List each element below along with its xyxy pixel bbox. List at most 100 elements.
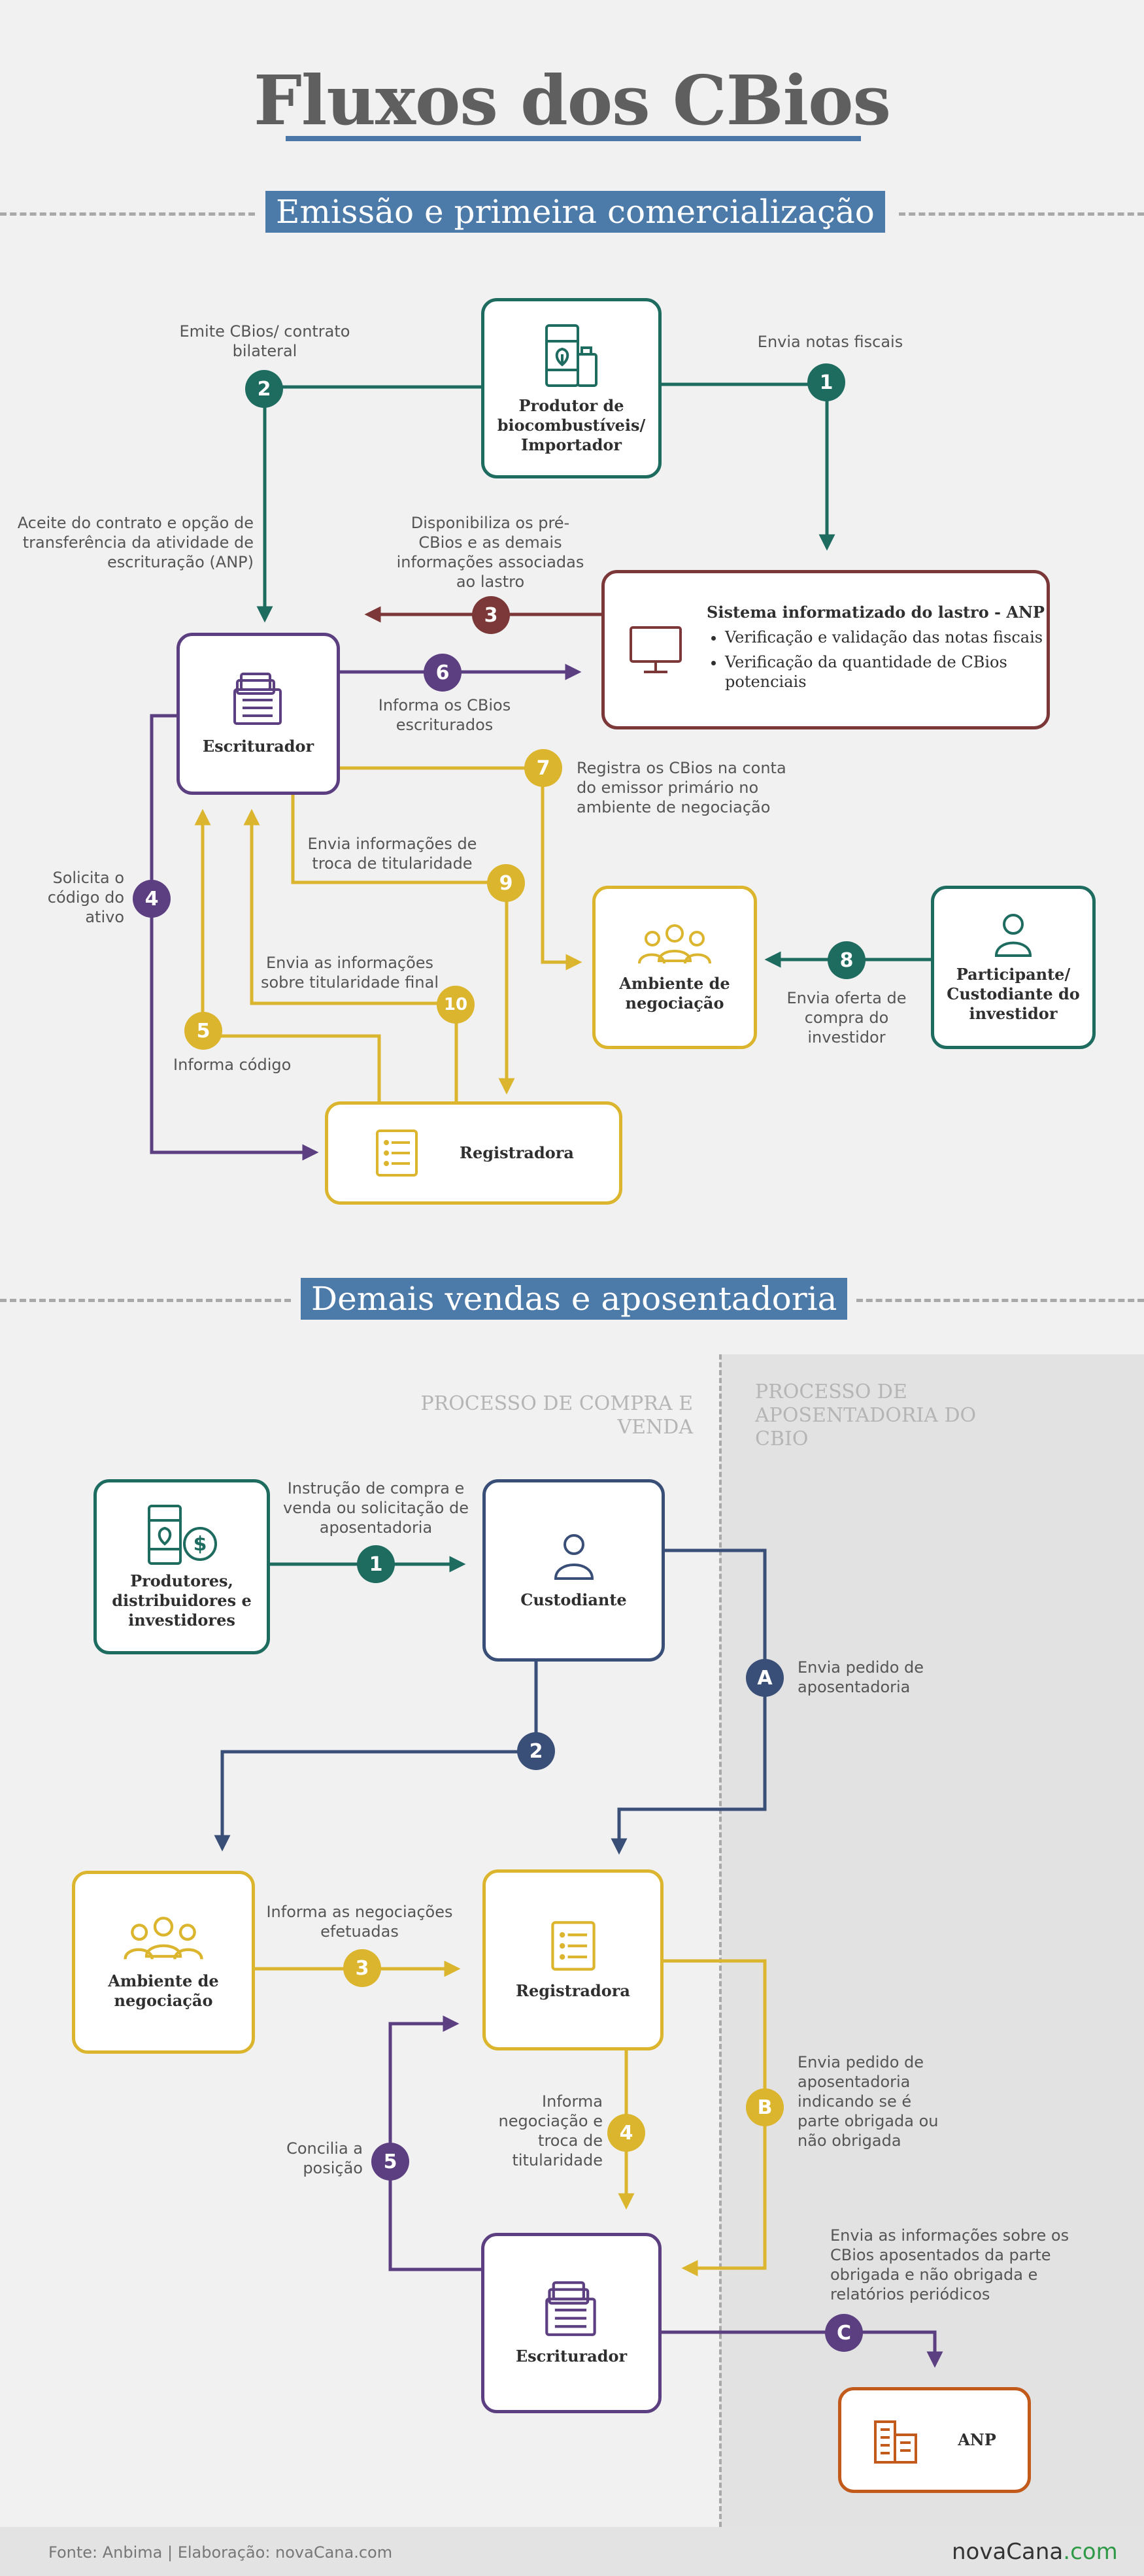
step2-badge-5: 5 — [371, 2143, 409, 2181]
footer-source: Fonte: Anbima | Elaboração: novaCana.com — [48, 2543, 393, 2562]
step-label-10: Envia as informações sobre titularidade … — [260, 954, 439, 992]
step-label-4: Solicita o código do ativo — [47, 869, 124, 926]
step-badge-9: 9 — [487, 864, 525, 902]
ambiente-label: Ambiente de negociação — [619, 974, 730, 1012]
flow2-line-2 — [214, 1660, 538, 1852]
step2-badge-B: B — [746, 2088, 784, 2126]
step2-label-4: Informa negociação e troca de titularida… — [498, 2092, 603, 2169]
logo-suffix: .com — [1063, 2539, 1118, 2565]
anp-box: ANP — [838, 2387, 1031, 2493]
produtores-box: $ Produtores, distribuidores e investido… — [93, 1479, 270, 1654]
flow2-line-A — [611, 1548, 767, 1855]
step-label-6: Informa os CBios escriturados — [378, 696, 511, 734]
ambiente-box: Ambiente de negociação — [592, 886, 757, 1049]
flow-line-5 — [194, 809, 381, 1101]
step-label-2: Emite CBios/ contrato bilateral — [179, 322, 350, 360]
flow-line-9 — [291, 795, 515, 1095]
step-badge-7: 7 — [524, 749, 562, 787]
participante-label: Participante/ Custodiante do investidor — [947, 965, 1080, 1023]
svg-text:$: $ — [193, 1533, 207, 1556]
participante-box: Participante/ Custodiante do investidor — [931, 886, 1096, 1049]
step2-label-A: Envia pedido de aposentadoria — [798, 1658, 924, 1696]
step-badge-1: 1 — [807, 363, 845, 401]
sistema-item: Verificação da quantidade de CBios poten… — [725, 652, 1047, 692]
flow2-line-C — [660, 2330, 943, 2368]
step2-label-C: Envia as informações sobre os CBios apos… — [830, 2226, 1069, 2303]
sistema-title: Sistema informatizado do lastro - ANP — [707, 603, 1045, 622]
step-badge-8: 8 — [828, 941, 866, 979]
step2-label-3: Informa as negociações efetuadas — [266, 1903, 453, 1941]
step2-label-B: Envia pedido de aposentadoria indicando … — [798, 2053, 939, 2150]
ledger-stack-icon — [545, 2281, 596, 2336]
step-label-2b: Aceite do contrato e opção de transferên… — [17, 514, 254, 571]
document-list-icon — [376, 1129, 418, 1177]
column-heading-retirement: PROCESSO DE APOSENTADORIA DO CBIO — [755, 1380, 977, 1450]
step-badge-3: 3 — [472, 596, 510, 634]
custodiante-label: Custodiante — [520, 1590, 627, 1609]
produtor-label: Produtor de biocombustíveis/ Importador — [497, 396, 646, 454]
registradora-box: Registradora — [325, 1101, 622, 1205]
document-list-icon — [550, 1920, 596, 1971]
biofuel-money-icon: $ — [148, 1505, 217, 1565]
registradora2-box: Registradora — [482, 1869, 664, 2050]
registradora-label: Registradora — [460, 1143, 574, 1162]
sistema-item: Verificação e validação das notas fiscai… — [725, 627, 1047, 647]
step-label-3: Disponibiliza os pré-CBios e as demais i… — [396, 514, 584, 591]
ledger-stack-icon — [233, 673, 282, 725]
retirement-column-divider — [719, 1354, 722, 2527]
step-badge-2: 2 — [245, 370, 283, 408]
footer-logo: novaCana.com — [952, 2539, 1118, 2565]
step2-badge-3: 3 — [343, 1949, 381, 1987]
escriturador2-box: Escriturador — [481, 2233, 662, 2413]
building-icon — [874, 2420, 918, 2464]
title-underline — [286, 136, 861, 141]
ambiente2-label: Ambiente de negociação — [108, 1971, 219, 2010]
escriturador-label: Escriturador — [202, 737, 314, 756]
step2-badge-4: 4 — [607, 2114, 645, 2152]
section1-title: Emissão e primeira comercialização — [265, 191, 885, 233]
produtor-box: Produtor de biocombustíveis/ Importador — [481, 298, 662, 478]
flow-line-7 — [338, 766, 582, 971]
registradora2-label: Registradora — [516, 1981, 630, 2000]
logo-main: novaCana — [952, 2539, 1064, 2565]
step2-badge-1: 1 — [357, 1545, 395, 1583]
escriturador-box: Escriturador — [177, 633, 340, 795]
sistema-content: Sistema informatizado do lastro - ANP Ve… — [707, 603, 1047, 697]
step-badge-4: 4 — [133, 880, 171, 918]
sistema-box: Sistema informatizado do lastro - ANP Ve… — [601, 570, 1050, 729]
escriturador2-label: Escriturador — [515, 2347, 628, 2366]
ambiente2-box: Ambiente de negociação — [72, 1871, 255, 2054]
person-icon — [554, 1533, 594, 1580]
flow-line-1 — [660, 382, 835, 551]
step-badge-5: 5 — [184, 1012, 222, 1050]
section2-divider-left — [0, 1299, 291, 1302]
custodiante-box: Custodiante — [482, 1479, 665, 1662]
step2-label-1: Instrução de compra e venda ou solicitaç… — [283, 1479, 469, 1537]
step2-badge-2: 2 — [517, 1732, 555, 1770]
step-label-1: Envia notas fiscais — [757, 333, 903, 351]
flow-line-10 — [243, 809, 458, 1101]
step2-label-5: Concilia a posição — [286, 2139, 363, 2177]
step-label-5: Informa código — [173, 1056, 292, 1074]
biofuel-barrel-icon — [545, 324, 597, 387]
produtores-label: Produtores, distribuidores e investidore… — [112, 1571, 252, 1630]
step2-badge-C: C — [825, 2314, 863, 2352]
step-badge-6: 6 — [424, 654, 462, 692]
step2-badge-A: A — [746, 1659, 784, 1697]
sistema-list: Verificação e validação das notas fiscai… — [707, 627, 1047, 692]
flow-line-4 — [150, 714, 319, 1161]
page-title: Fluxos dos CBios — [253, 60, 891, 141]
person-icon — [994, 914, 1032, 957]
column-heading-purchase: PROCESSO DE COMPRA E VENDA — [420, 1392, 693, 1439]
section1-divider-right — [899, 212, 1144, 216]
step-label-9: Envia informações de troca de titularida… — [307, 835, 477, 873]
flow2-line-5 — [388, 2015, 482, 2271]
footer-bar — [0, 2527, 1144, 2576]
step-badge-10: 10 — [437, 986, 475, 1024]
people-group-icon — [638, 924, 711, 964]
monitor-icon — [630, 626, 682, 673]
step-label-8: Envia oferta de compra do investidor — [786, 989, 907, 1046]
section2-divider-right — [856, 1299, 1144, 1302]
section1-divider-left — [0, 212, 255, 216]
step-label-7: Registra os CBios na conta do emissor pr… — [577, 759, 786, 816]
